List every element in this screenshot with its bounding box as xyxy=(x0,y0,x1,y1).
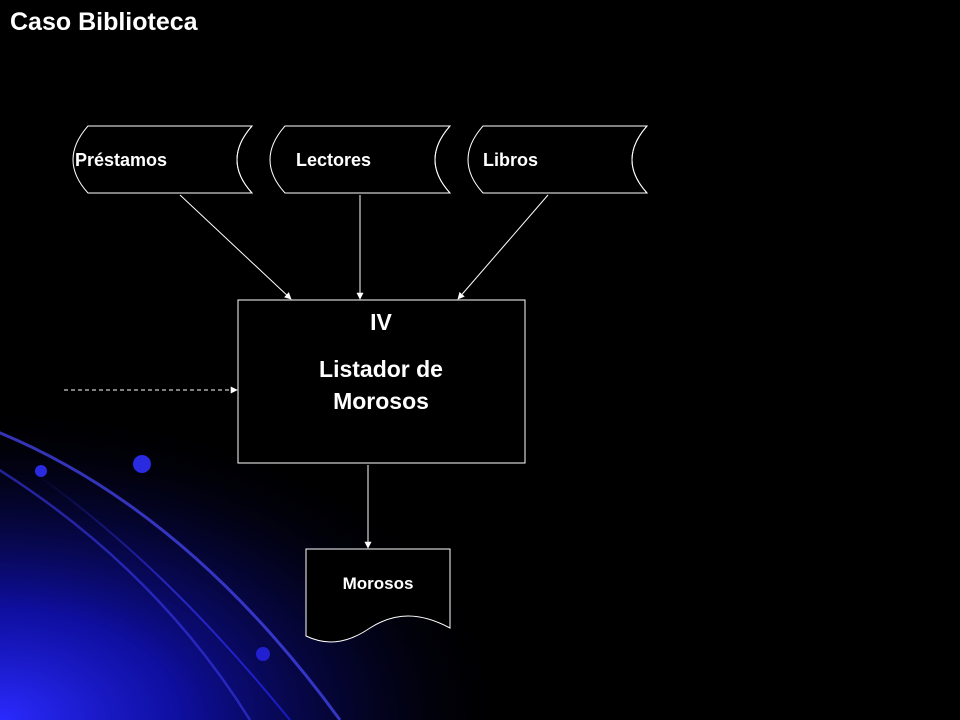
file-prestamos-label: Préstamos xyxy=(75,150,167,170)
output-document: Morosos xyxy=(305,548,451,643)
flow-libros-to-process xyxy=(457,194,549,300)
file-prestamos-curve xyxy=(236,125,253,194)
process-number: IV xyxy=(370,309,392,335)
decorative-arc-3 xyxy=(29,469,291,720)
file-lectores-curve xyxy=(434,125,451,194)
flow-prestamos-to-process xyxy=(179,194,292,300)
decorative-dot-small xyxy=(35,465,47,477)
file-libros: Libros xyxy=(467,125,649,194)
decorative-arc-2 xyxy=(0,468,252,720)
process-box: IV Listador de Morosos xyxy=(237,299,526,464)
file-libros-curve xyxy=(631,125,648,194)
decorative-dot-bottom xyxy=(256,647,270,661)
file-lectores-label: Lectores xyxy=(296,150,371,170)
output-document-shape xyxy=(305,548,451,643)
process-title-line-2: Morosos xyxy=(333,388,429,414)
output-document-label: Morosos xyxy=(343,574,414,593)
file-libros-label: Libros xyxy=(483,150,538,170)
decorative-dot-large xyxy=(133,455,151,473)
file-prestamos: Préstamos xyxy=(72,125,254,194)
process-box-frame xyxy=(237,299,526,464)
file-lectores: Lectores xyxy=(269,125,452,194)
slide-title: Caso Biblioteca xyxy=(10,8,199,36)
decorative-arc-1 xyxy=(0,431,342,720)
process-title-line-1: Listador de xyxy=(319,356,443,382)
